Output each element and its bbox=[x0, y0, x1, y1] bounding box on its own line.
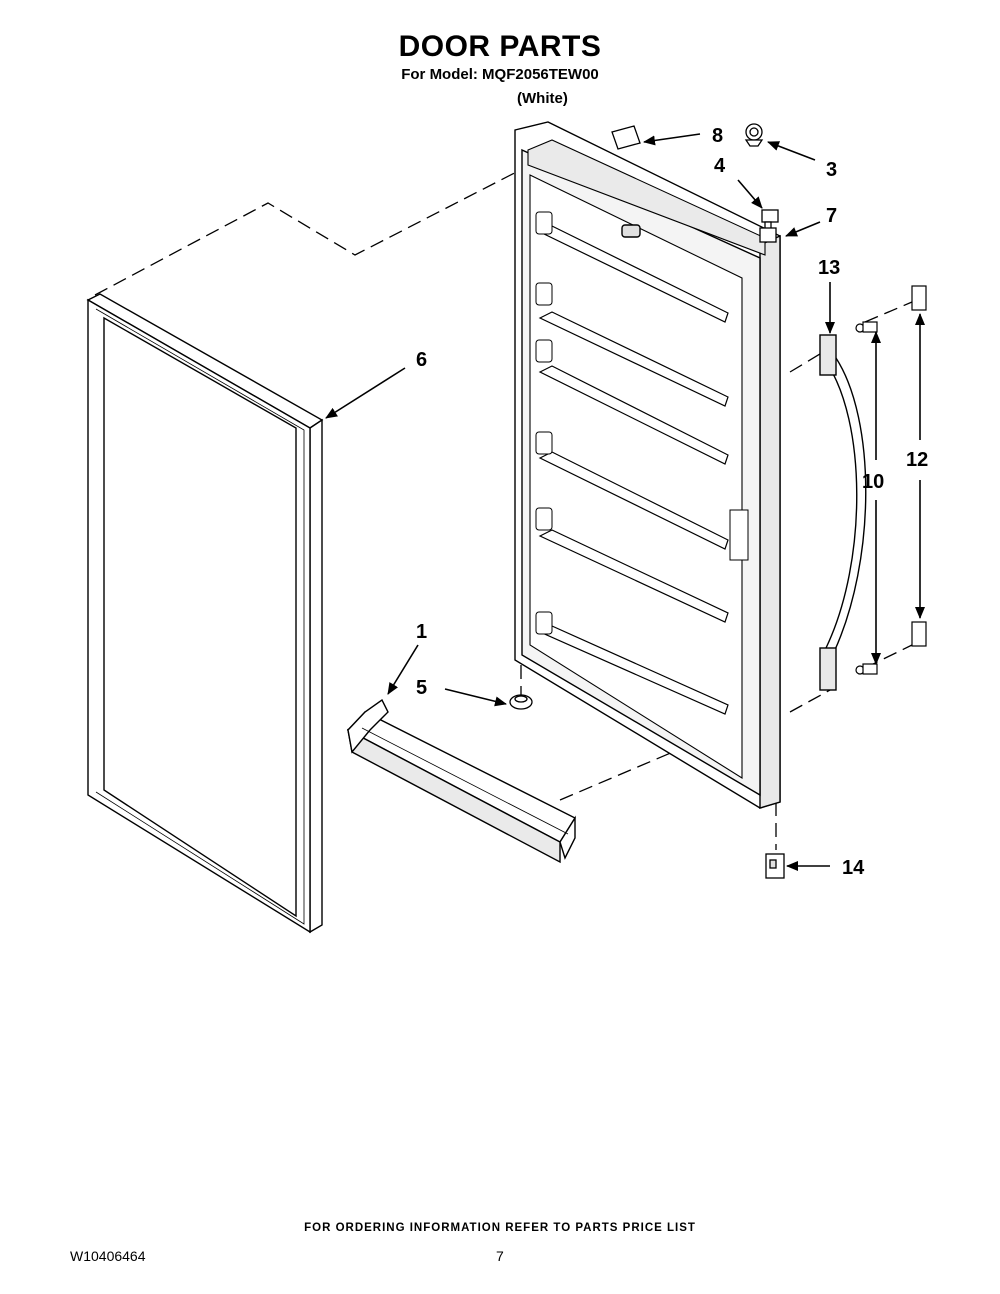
door-side-edge bbox=[759, 234, 781, 809]
callout-5: 5 bbox=[416, 677, 427, 699]
arrow-1 bbox=[387, 644, 419, 695]
part-label-plate bbox=[611, 125, 641, 150]
callout-12: 12 bbox=[906, 449, 928, 471]
callout-6: 6 bbox=[416, 349, 427, 371]
callout-7: 7 bbox=[826, 205, 837, 227]
door-latch bbox=[621, 224, 641, 238]
door-top-rail bbox=[527, 139, 766, 256]
bottom-hinge bbox=[765, 853, 785, 879]
handle-top-dashline-2 bbox=[864, 301, 913, 323]
callout-14: 14 bbox=[842, 857, 865, 879]
arrow-8 bbox=[643, 133, 701, 146]
top-hinge-bracket bbox=[761, 209, 779, 233]
door-bumper bbox=[509, 694, 533, 710]
document-number: W10406464 bbox=[70, 1248, 146, 1264]
handle-end-caps bbox=[911, 285, 927, 647]
bin-to-door-dashline bbox=[559, 731, 721, 801]
arrow-5 bbox=[444, 688, 507, 707]
callout-4: 4 bbox=[714, 155, 726, 177]
door-gasket bbox=[86, 293, 324, 934]
hinge-cover bbox=[759, 227, 777, 243]
callout-3: 3 bbox=[826, 159, 837, 181]
plug-button bbox=[744, 123, 764, 147]
door-shelves bbox=[538, 225, 729, 715]
handle-bottom-dashline bbox=[789, 689, 831, 713]
arrow-3 bbox=[767, 141, 816, 161]
door-center-clip bbox=[729, 509, 749, 561]
page-number: 7 bbox=[496, 1248, 504, 1264]
page-title: DOOR PARTS bbox=[398, 30, 602, 63]
callout-10: 10 bbox=[862, 471, 884, 493]
arrow-4 bbox=[737, 179, 763, 209]
door-liner bbox=[514, 121, 781, 809]
ordering-note: FOR ORDERING INFORMATION REFER TO PARTS … bbox=[304, 1222, 696, 1234]
arrow-6 bbox=[325, 367, 406, 419]
model-line: For Model: MQF2056TEW00 bbox=[401, 66, 599, 83]
door-bin bbox=[346, 698, 577, 864]
door-handle bbox=[819, 334, 867, 691]
callout-13: 13 bbox=[818, 257, 840, 279]
shelf-clips bbox=[535, 211, 553, 635]
variant-label: (White) bbox=[517, 90, 568, 107]
leader-arrows bbox=[325, 133, 925, 871]
callout-1: 1 bbox=[416, 621, 427, 643]
callout-8: 8 bbox=[712, 125, 723, 147]
gasket-to-door-dashline bbox=[94, 164, 531, 296]
arrow-7 bbox=[785, 221, 821, 237]
handle-screws bbox=[855, 321, 878, 675]
handle-top-dashline bbox=[789, 347, 831, 373]
door-liner-recess bbox=[529, 174, 743, 779]
